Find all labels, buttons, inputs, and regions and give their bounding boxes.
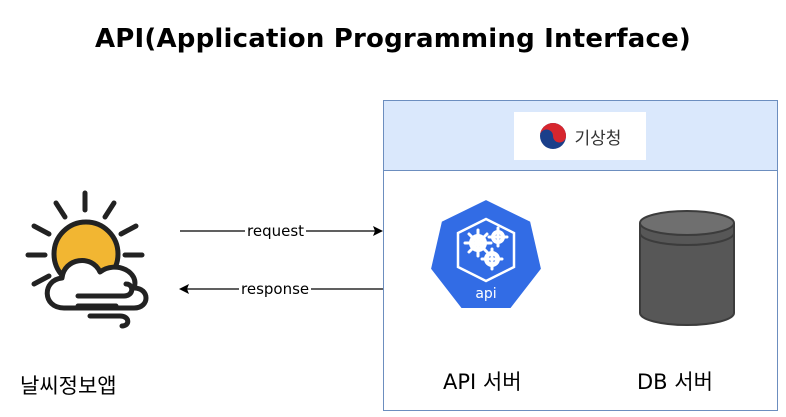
api-icon-text: api [475,286,497,302]
page-title: API(Application Programming Interface) [94,24,692,54]
request-label: request [245,222,307,240]
db-server-label: DB 서버 [637,370,713,394]
weather-sun-cloud-icon [25,190,149,329]
response-label: response [239,280,312,298]
database-cylinder-icon [639,210,735,326]
server-group-header: 기상청 [384,101,777,171]
kubernetes-api-icon [428,197,544,310]
kma-logo-icon [539,123,566,149]
api-server-label: API 서버 [443,370,522,394]
client-label: 날씨정보앱 [20,374,117,398]
org-name: 기상청 [574,128,622,149]
kma-badge: 기상청 [514,112,646,160]
